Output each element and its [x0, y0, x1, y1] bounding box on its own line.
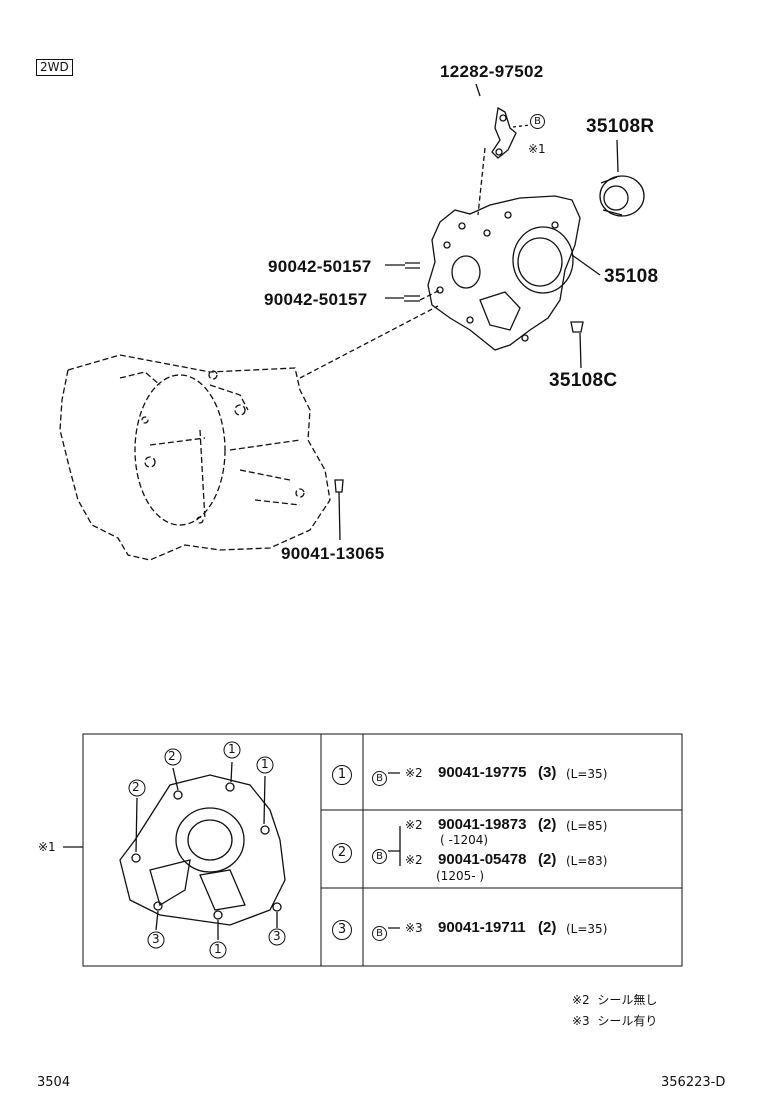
- note-seal-with: ※3 シール有り: [572, 1012, 657, 1029]
- row-2b-qty: (2): [538, 851, 557, 868]
- part-number-oil-seal: 35108R: [586, 116, 655, 137]
- note-text: シール無し: [597, 993, 658, 1007]
- row-1-part: 90041-19775: [438, 764, 527, 781]
- row-3-prefix: ※3: [405, 921, 423, 935]
- part-number-bracket: 12282-97502: [440, 62, 544, 81]
- note-seal-none: ※2 シール無し: [572, 991, 657, 1008]
- row-1-length: (L=35): [566, 767, 608, 781]
- page-number: 3504: [37, 1075, 71, 1090]
- row-3-part: 90041-19711: [438, 919, 526, 936]
- bolt-ref-b-marker: B: [530, 109, 545, 129]
- part-number-bolt-35108c: 35108C: [549, 370, 618, 391]
- note-mark: ※3: [572, 1014, 590, 1028]
- table-note-ref: ※1: [38, 840, 56, 854]
- oil-seal-part: [599, 175, 645, 217]
- row-2b-prefix: ※2: [405, 853, 423, 867]
- row-3-qty: (2): [538, 919, 557, 936]
- housing-thumbnail: [119, 774, 286, 926]
- row-1-prefix: ※2: [405, 766, 423, 780]
- row-2a-prefix: ※2: [405, 818, 423, 832]
- transmission-case-outline: [59, 354, 331, 561]
- bolt-label: 1: [214, 942, 222, 956]
- table-row-1-index: 1: [332, 763, 352, 785]
- note-mark: ※2: [572, 993, 590, 1007]
- table-row-2-index: 2: [332, 841, 352, 863]
- figure-code: 356223-D: [661, 1075, 726, 1090]
- transfer-housing-part: [427, 195, 581, 351]
- part-number-stud-b: 90042-50157: [264, 290, 368, 309]
- row-2b-length: (L=83): [566, 854, 608, 868]
- bracket-part: [491, 106, 517, 159]
- part-number-housing: 35108: [604, 266, 659, 287]
- bolt-label: 2: [132, 780, 140, 794]
- table-row-3-index: 3: [332, 918, 352, 940]
- row-2a-part: 90041-19873: [438, 816, 527, 833]
- part-number-bolt-13065: 90041-13065: [281, 544, 385, 563]
- row-2a-length: (L=85): [566, 819, 608, 833]
- part-number-stud-a: 90042-50157: [268, 257, 372, 276]
- bolt-label: 1: [261, 757, 269, 771]
- bolt-label: 3: [152, 932, 160, 946]
- variant-badge: 2WD: [36, 59, 73, 76]
- row-2b-part: 90041-05478: [438, 851, 527, 868]
- bolt-label: 1: [228, 742, 236, 756]
- row-1-qty: (3): [538, 764, 557, 781]
- row-2a-qty: (2): [538, 816, 557, 833]
- row-3-length: (L=35): [566, 922, 608, 936]
- bolt-label: 3: [273, 929, 281, 943]
- note-ref-1: ※1: [528, 142, 546, 156]
- row-2a-range: ( -1204): [440, 833, 489, 847]
- bolt-table-frame: [82, 733, 683, 967]
- bolt-label: 2: [168, 749, 176, 763]
- b-marker: B: [372, 921, 387, 941]
- b-marker: B: [372, 844, 387, 864]
- note-text: シール有り: [597, 1014, 658, 1028]
- row-2b-range: (1205- ): [436, 869, 485, 883]
- b-marker: B: [372, 766, 387, 786]
